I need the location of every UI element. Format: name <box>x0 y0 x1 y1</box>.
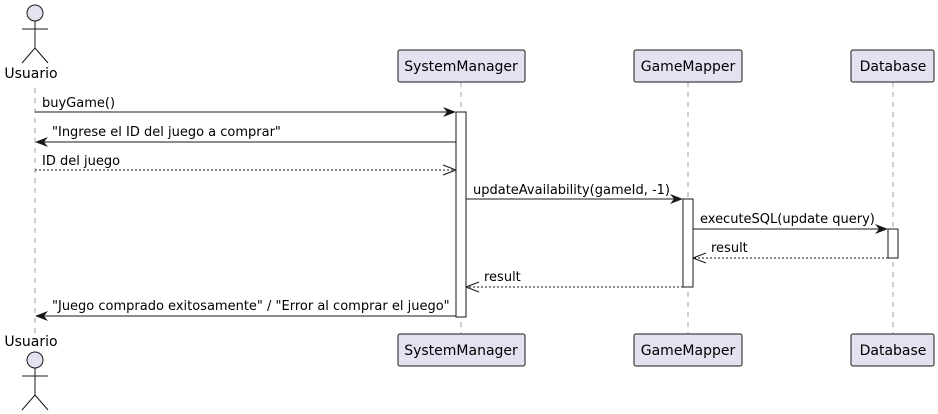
message-buy-game: buyGame() <box>35 96 456 117</box>
actor-label: Usuario <box>4 66 57 82</box>
participant-system-manager-top: SystemManager <box>397 49 526 83</box>
participant-database-bottom: Database <box>850 333 935 367</box>
message-label: executeSQL(update query) <box>700 212 875 227</box>
arrowhead-icon <box>35 137 48 147</box>
arrowhead-icon <box>443 107 456 117</box>
message-label: result <box>484 270 521 285</box>
stick-figure-icon <box>21 351 49 411</box>
participant-game-mapper-bottom: GameMapper <box>633 333 743 367</box>
message-ingrese-id: "Ingrese el ID del juego a comprar" <box>35 125 456 147</box>
arrowhead-icon <box>465 281 480 293</box>
message-label: updateAvailability(gameId, -1) <box>473 183 670 198</box>
activation-system-manager <box>455 111 467 318</box>
arrowhead-icon <box>692 252 707 264</box>
stick-figure-icon <box>21 4 49 64</box>
participant-game-mapper-top: GameMapper <box>633 49 743 83</box>
actor-usuario-top: Usuario <box>4 4 58 82</box>
message-label: result <box>711 241 748 256</box>
message-label: "Ingrese el ID del juego a comprar" <box>52 125 281 140</box>
message-result-game-mapper: result <box>465 270 683 293</box>
message-label: buyGame() <box>42 96 115 111</box>
participant-database-top: Database <box>850 49 935 83</box>
participant-label: SystemManager <box>404 59 518 75</box>
message-update-availability: updateAvailability(gameId, -1) <box>466 183 683 204</box>
message-label: "Juego comprado exitosamente" / "Error a… <box>52 299 450 314</box>
participant-label: Database <box>860 59 927 75</box>
arrowhead-icon <box>875 224 888 234</box>
activation-database <box>887 228 899 259</box>
arrowhead-icon <box>442 164 457 176</box>
participant-label: SystemManager <box>404 343 518 359</box>
participant-label: Database <box>860 343 927 359</box>
message-juego-comprado: "Juego comprado exitosamente" / "Error a… <box>35 299 456 321</box>
message-id-del-juego: ID del juego <box>35 154 457 176</box>
actor-usuario-bottom: Usuario <box>4 334 58 411</box>
message-execute-sql: executeSQL(update query) <box>693 212 888 234</box>
arrowhead-icon <box>35 311 48 321</box>
participant-label: GameMapper <box>641 343 736 359</box>
message-result-database: result <box>692 241 888 264</box>
actor-label: Usuario <box>4 334 57 350</box>
arrowhead-icon <box>670 194 683 204</box>
participant-label: GameMapper <box>641 59 736 75</box>
participant-system-manager-bottom: SystemManager <box>397 333 526 367</box>
activation-game-mapper <box>682 198 694 288</box>
message-label: ID del juego <box>42 154 120 169</box>
